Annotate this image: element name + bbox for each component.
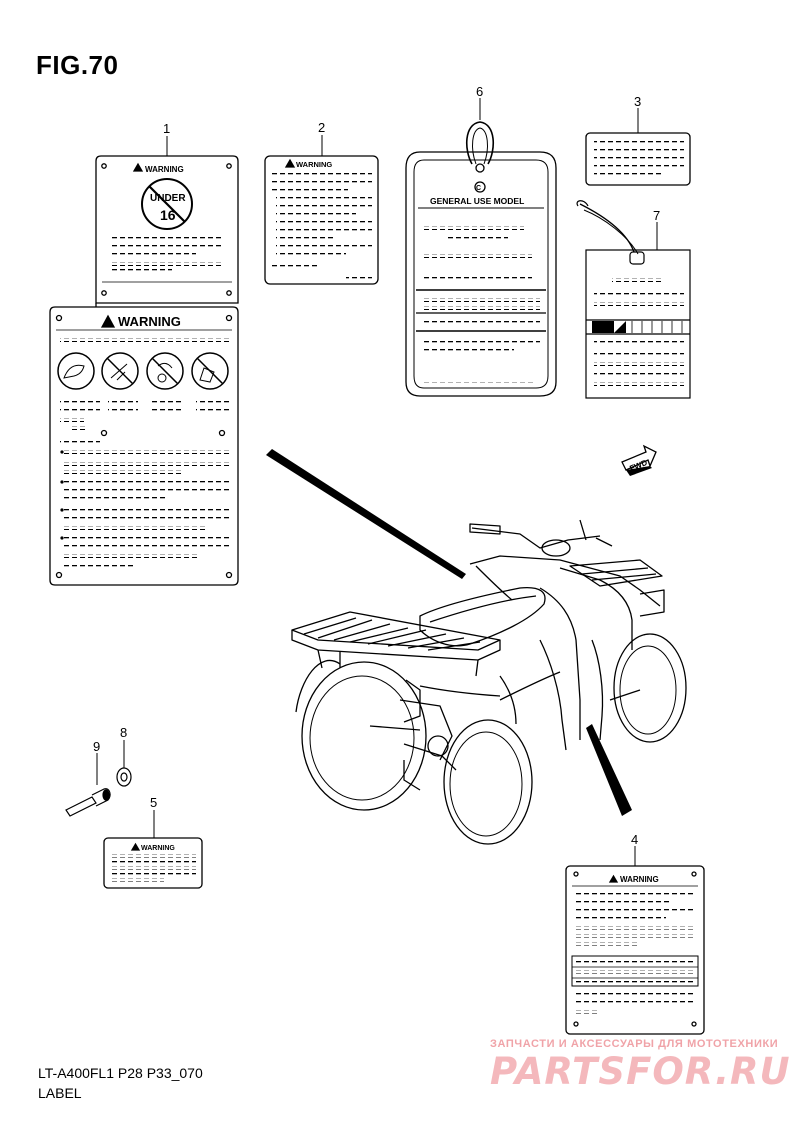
label-5-warning: WARNING [141,845,175,852]
label-2-body-lines [272,172,372,280]
label-5 [103,837,203,889]
callout-leaders [96,98,658,866]
callout-6: 6 [476,84,483,99]
callout-5: 5 [150,795,157,810]
pointer-wedges [266,449,632,816]
label-3 [585,132,691,186]
label-3-body-lines [594,140,684,176]
label-7-body-lines [594,278,684,386]
figure-title: FIG.70 [36,50,119,80]
label-2-warning: WARNING [296,160,332,169]
label-1-text: WARNING UNDER 16 WARNING [118,165,186,329]
bolt-and-washer [65,767,132,817]
figure-name: LABEL [38,1085,82,1101]
callout-numbers: 1 2 3 4 5 6 7 8 9 [93,84,660,847]
label-6-tag [405,121,557,397]
label-1-bullets [60,450,64,540]
label-6-body-lines [424,226,540,385]
callout-7: 7 [653,208,660,223]
label-1 [49,155,239,586]
label-1-warning-top: WARNING [145,165,184,174]
atv-illustration [291,519,687,845]
label-1-under: UNDER [150,193,186,204]
label-4 [565,865,705,1035]
fwd-arrow-icon: FWD [621,444,657,476]
figure-code: LT-A400FL1 P28 P33_070 [38,1065,203,1081]
callout-1: 1 [163,121,170,136]
label-2 [264,155,379,285]
label-1-body-lines [60,236,232,567]
callout-3: 3 [634,94,641,109]
label-1-age: 16 [160,207,176,223]
watermark-tagline: ЗАПЧАСТИ И АКСЕССУАРЫ ДЛЯ МОТОТЕХНИКИ [490,1038,779,1050]
label-6-title: GENERAL USE MODEL [430,196,524,206]
label-7-tag [576,200,691,399]
watermark-logo: PARTSFOR.RU [490,1050,791,1093]
callout-9: 9 [93,739,100,754]
label-7-grid [592,321,683,333]
label-4-body-lines [576,892,696,1014]
label-1-warning-main: WARNING [118,314,181,329]
label-6-logo: C [476,185,481,192]
label-5-body-lines [110,854,196,882]
callout-2: 2 [318,120,325,135]
label-4-warning: WARNING [620,875,659,884]
callout-8: 8 [120,725,127,740]
callout-4: 4 [631,832,638,847]
